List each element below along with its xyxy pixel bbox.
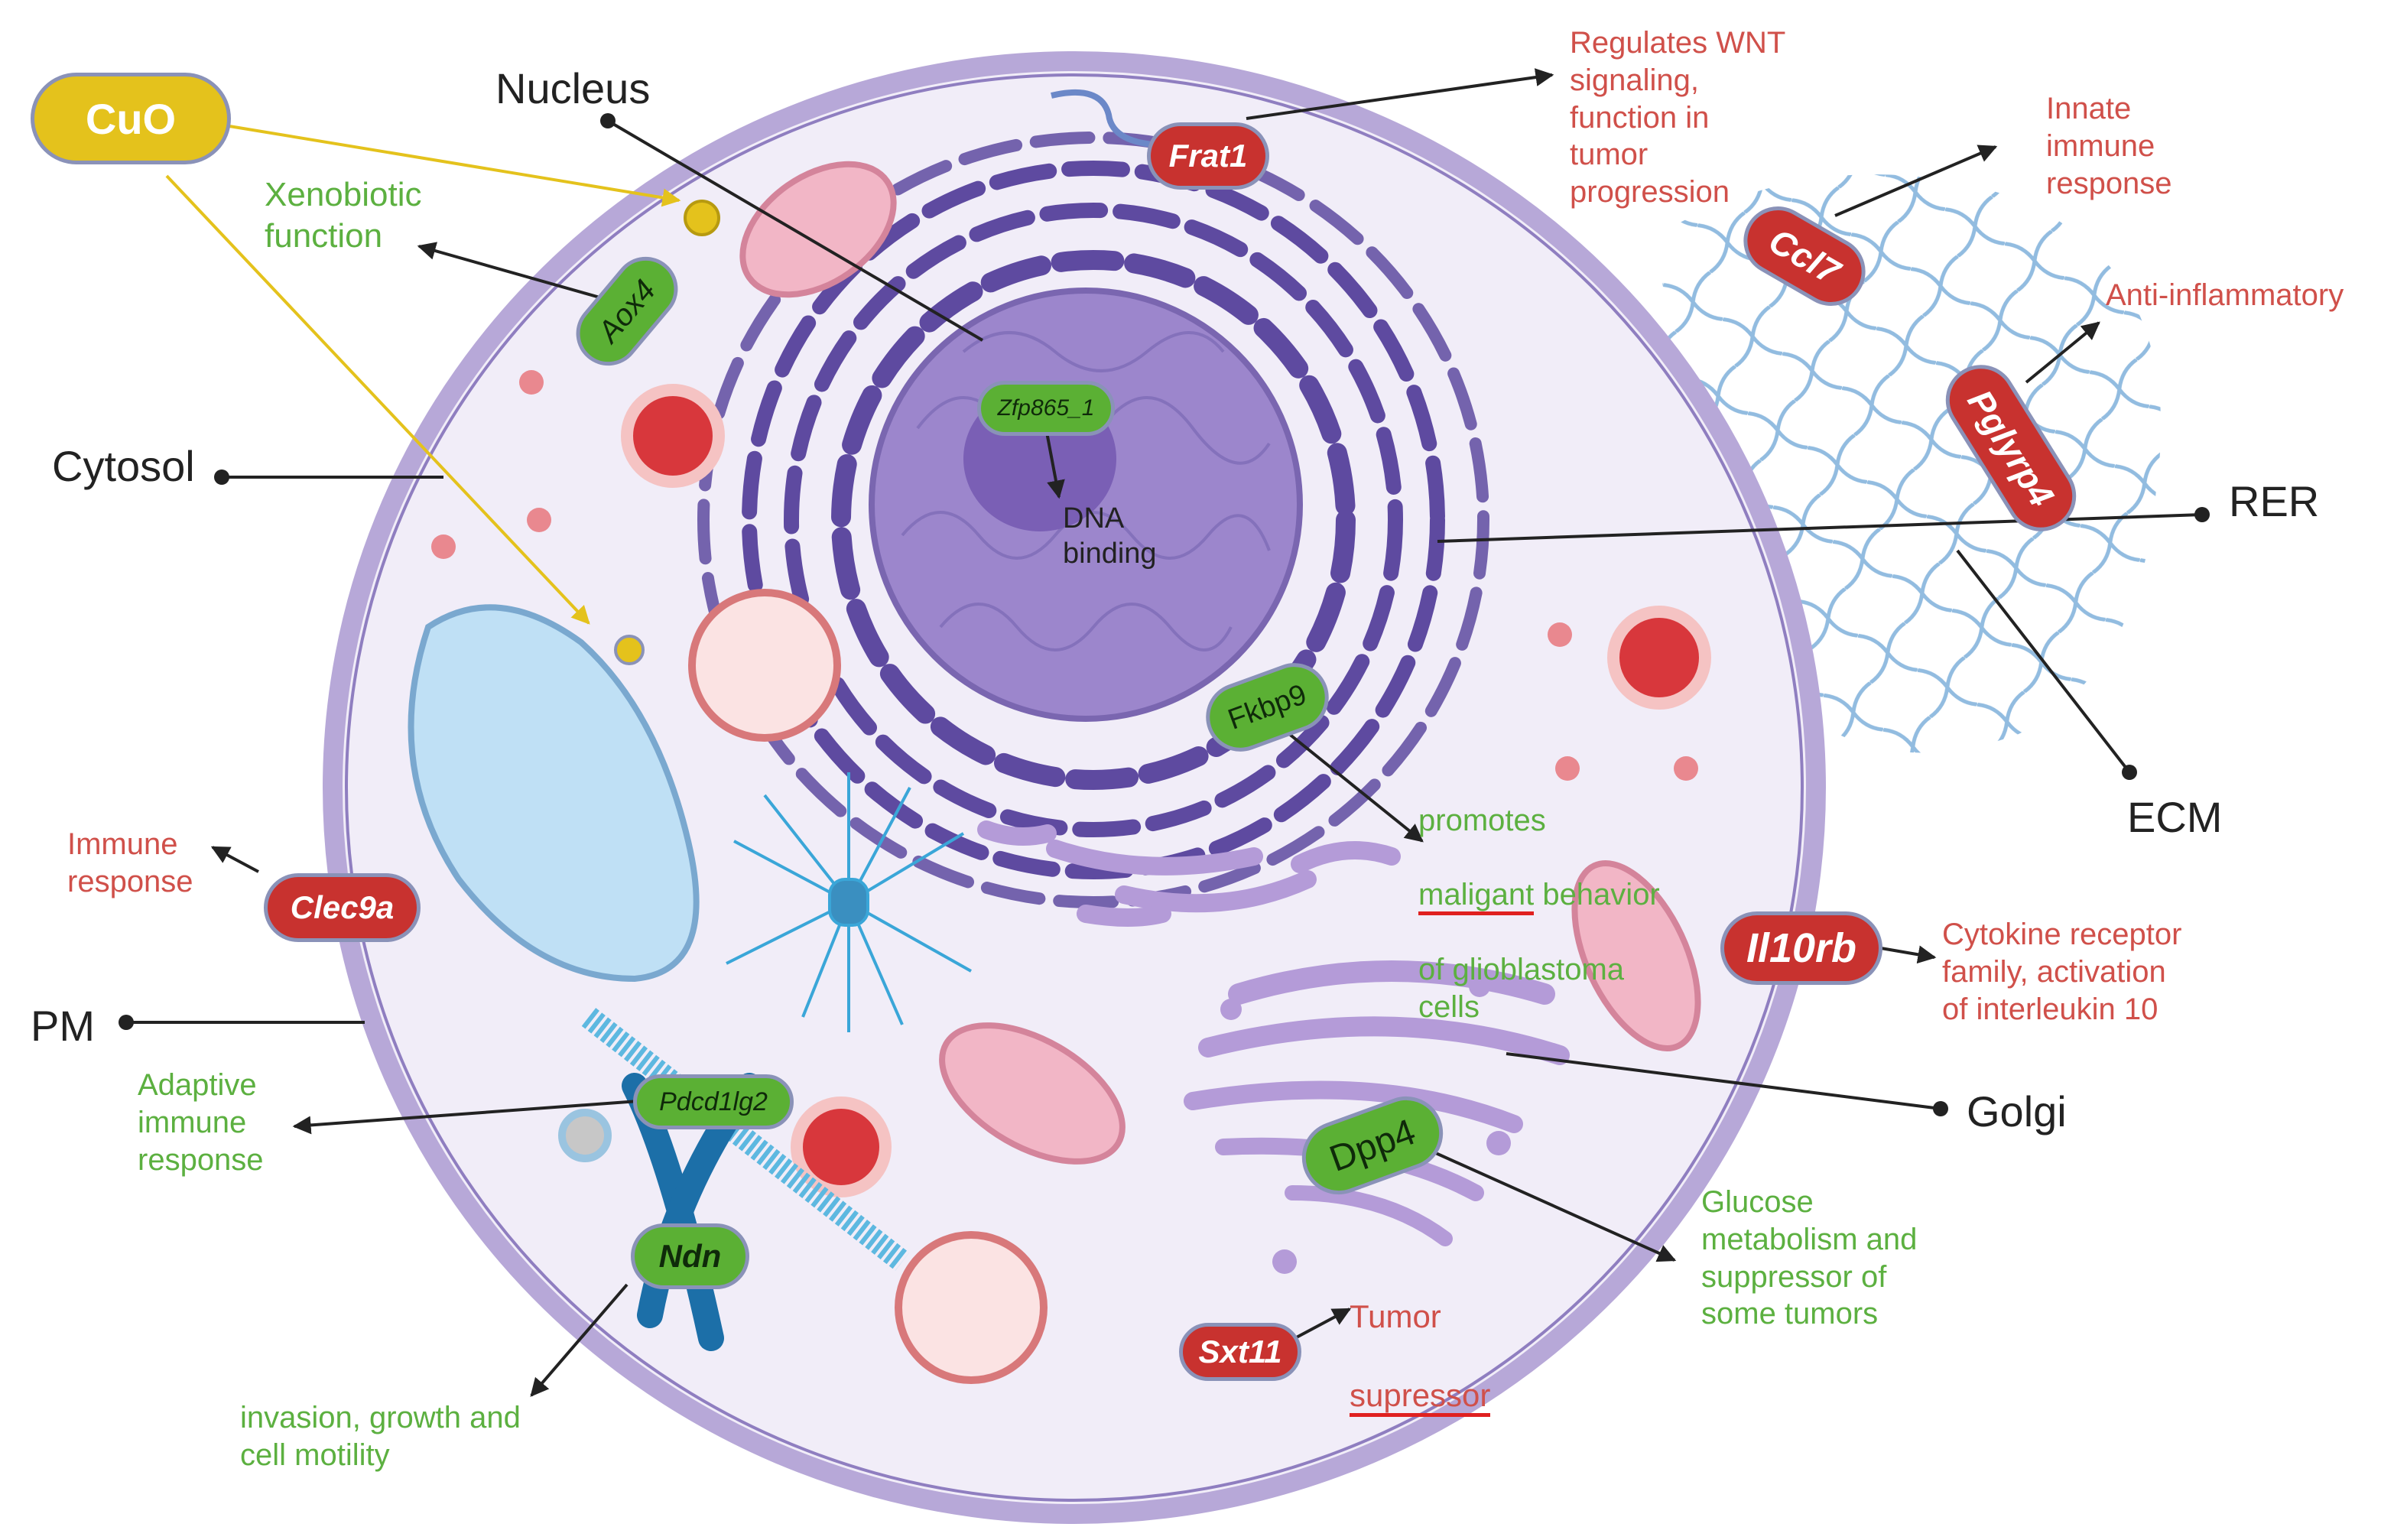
fkbp9-function-line3: of glioblastoma cells: [1418, 952, 1625, 1024]
zfp865-function: DNA binding: [1063, 502, 1157, 570]
gene-ndn: Ndn: [631, 1223, 749, 1289]
dpp4-function: Glucose metabolism and suppressor of som…: [1701, 1185, 1918, 1331]
connector-lines: [126, 68, 2203, 1397]
golgi-label: Golgi: [1967, 1087, 2067, 1136]
mitochondria: [739, 161, 1701, 1165]
lysosomes: [431, 370, 1711, 1384]
cuo-particle: [614, 635, 645, 665]
cytosol-label: Cytosol: [52, 442, 195, 490]
sxt11-function-underlined: supressor: [1350, 1376, 1491, 1417]
gene-frat1: Frat1: [1147, 122, 1269, 190]
vacuole: [408, 604, 700, 983]
gene-pdcd1lg2: Pdcd1lg2: [633, 1074, 794, 1129]
sxt11-function-line1: Tumor: [1350, 1298, 1441, 1335]
cuo-particle: [684, 200, 720, 236]
fkbp9-function: promotes maligant behavior of glioblasto…: [1418, 765, 1660, 1026]
rough-er: [697, 132, 1489, 908]
cuo-compound-pill: CuO: [31, 73, 231, 164]
smooth-er: [977, 820, 1401, 927]
sxt11-function: Tumor supressor: [1350, 1258, 1491, 1417]
rer-label: RER: [2229, 477, 2320, 525]
gene-clec9a: Clec9a: [264, 873, 421, 942]
nucleus-label: Nucleus: [495, 64, 651, 112]
ndn-function: invasion, growth and cell motility: [240, 1401, 521, 1472]
gene-zfp865-1: Zfp865_1: [977, 381, 1115, 436]
fkbp9-function-underlined: maligant: [1418, 878, 1535, 916]
il10rb-function: Cytokine receptor family, activation of …: [1942, 918, 2182, 1026]
centrosome: [726, 772, 972, 1032]
gene-il10rb: Il10rb: [1720, 911, 1882, 985]
fkbp9-function-line1: promotes: [1418, 803, 1546, 837]
pm-label: PM: [31, 1002, 95, 1050]
aox4-function: Xenobiotic function: [265, 176, 422, 255]
fkbp9-function-line2: behavior: [1534, 878, 1660, 912]
ccl7-function: Innate immune response: [2046, 92, 2172, 200]
clec9a-function: Immune response: [67, 827, 193, 898]
ecm-label: ECM: [2127, 793, 2223, 841]
pglyrp4-function: Anti-inflammatory: [2106, 278, 2344, 312]
gene-sxt11: Sxt11: [1179, 1323, 1301, 1381]
frat1-function: Regulates WNT signaling, function in tum…: [1570, 26, 1786, 210]
pdcd1lg2-function: Adaptive immune response: [138, 1068, 264, 1177]
